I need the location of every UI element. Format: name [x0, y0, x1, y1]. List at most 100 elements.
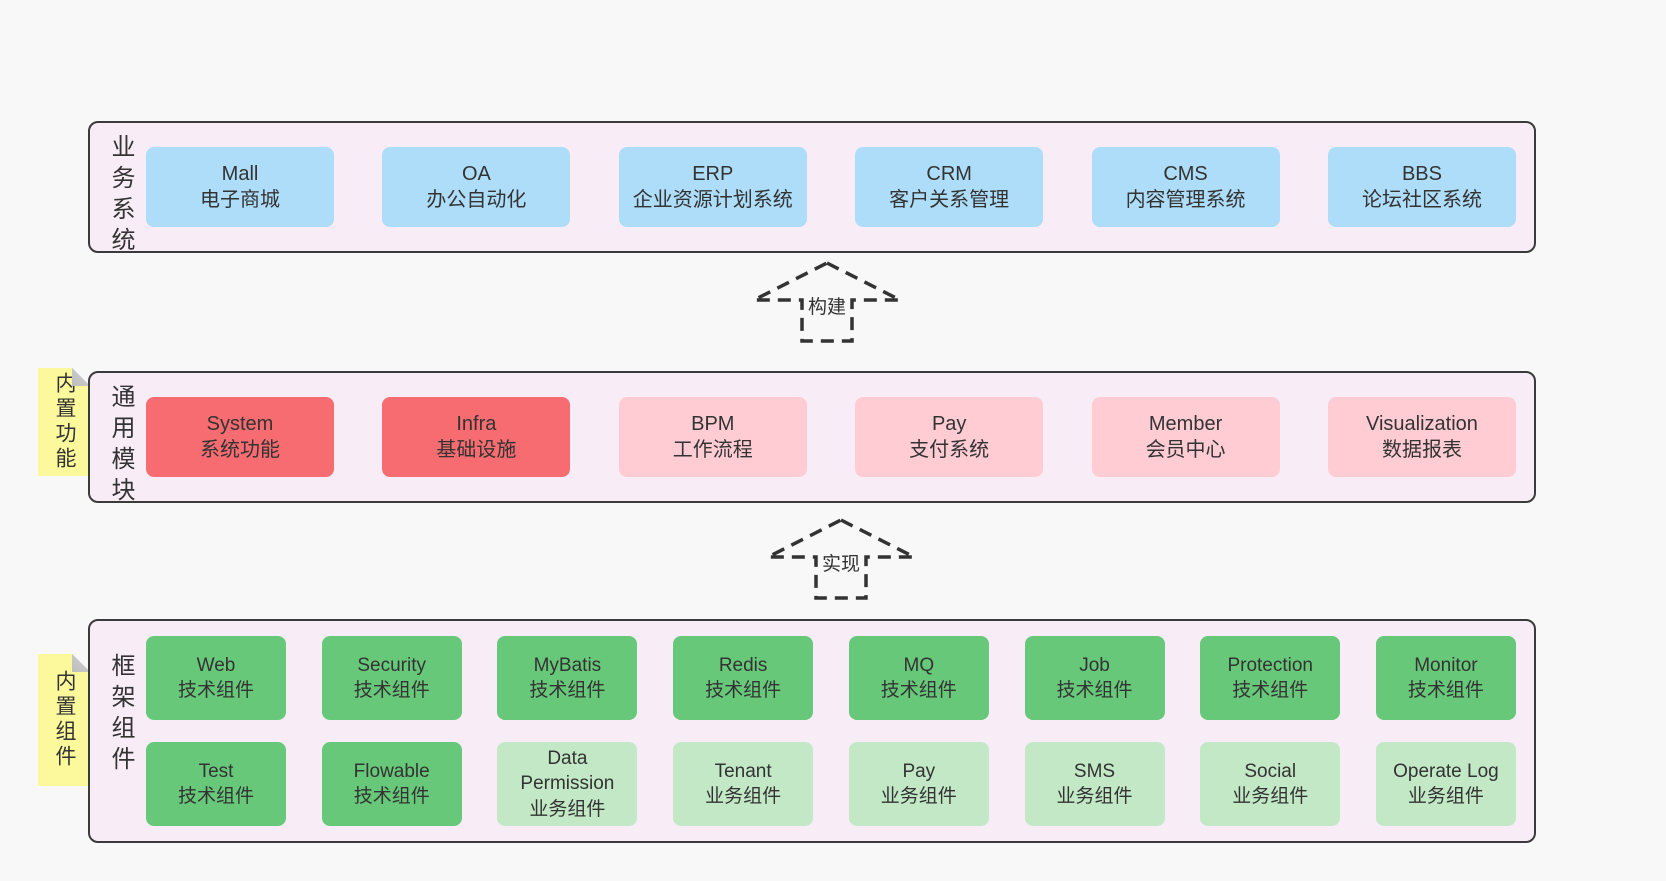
box-subtitle: 数据报表 — [1381, 439, 1462, 461]
framework-boxes-area: Web 技术组件 Security 技术组件 MyBatis 技术组件 Redi… — [146, 621, 1516, 841]
box-crm: CRM 客户关系管理 — [855, 147, 1044, 227]
box-member: Member 会员中心 — [1091, 397, 1280, 477]
box-title: Web — [196, 654, 236, 676]
box-title: Tenant — [714, 760, 772, 782]
band-label-business: 业务系统 — [107, 134, 134, 258]
box-title: MyBatis — [533, 654, 602, 676]
box-title: Visualization — [1365, 412, 1478, 435]
box-title: Test — [198, 760, 234, 782]
sticky-note-label: 内置功能 — [53, 372, 76, 472]
box-title: Social — [1244, 760, 1297, 782]
box-title: Job — [1079, 654, 1110, 676]
box-subtitle: 技术组件 — [353, 786, 430, 807]
box-subtitle: 技术组件 — [1056, 680, 1133, 701]
box-title: Data Permission — [520, 748, 615, 795]
up-arrow-icon — [753, 261, 901, 343]
box-social: Social 业务组件 — [1200, 742, 1341, 826]
box-redis: Redis 技术组件 — [673, 636, 814, 720]
implement-arrow: 实现 — [766, 517, 916, 601]
box-title: ERP — [692, 162, 734, 185]
box-visualization: Visualization 数据报表 — [1327, 397, 1516, 477]
box-subtitle: 技术组件 — [1407, 680, 1484, 701]
box-title: Security — [357, 654, 427, 676]
box-subtitle: 业务组件 — [880, 786, 957, 807]
box-title: Redis — [718, 654, 768, 676]
box-job: Job 技术组件 — [1024, 636, 1165, 720]
box-subtitle: 系统功能 — [200, 439, 280, 461]
box-subtitle: 内容管理系统 — [1125, 189, 1246, 211]
box-title: BPM — [691, 412, 735, 435]
box-pay: Pay 支付系统 — [855, 397, 1044, 477]
box-subtitle: 技术组件 — [177, 680, 254, 701]
box-operate-log: Operate Log 业务组件 — [1375, 742, 1516, 826]
box-title: MQ — [903, 654, 935, 676]
box-test: Test 技术组件 — [146, 742, 286, 826]
box-erp: ERP 企业资源计划系统 — [618, 147, 807, 227]
component-row: Mall 电子商城 OA 办公自动化 ERP 企业资源计划系统 CRM 客户关系… — [146, 147, 1516, 227]
arrow-label: 构建 — [804, 292, 850, 319]
box-bpm: BPM 工作流程 — [618, 397, 807, 477]
box-title: Flowable — [353, 760, 430, 782]
box-subtitle: 业务组件 — [705, 786, 782, 807]
common-modules-band: 通用模块 System 系统功能 Infra 基础设施 BPM 工作流程 Pay… — [88, 371, 1536, 508]
box-subtitle: 电子商城 — [200, 189, 280, 211]
box-protection: Protection 技术组件 — [1200, 636, 1341, 720]
box-title: Pay — [902, 760, 936, 782]
box-title: Monitor — [1414, 654, 1478, 676]
box-title: CMS — [1163, 162, 1208, 185]
modules-boxes-area: System 系统功能 Infra 基础设施 BPM 工作流程 Pay 支付系统… — [146, 373, 1516, 501]
box-title: Operate Log — [1393, 760, 1499, 782]
band-label-modules: 通用模块 — [107, 384, 134, 508]
box-title: Infra — [456, 412, 497, 435]
arrow-label: 实现 — [818, 549, 864, 576]
sticky-note-builtin-features: 内置功能 — [38, 368, 90, 476]
box-flowable: Flowable 技术组件 — [321, 742, 462, 826]
business-boxes-area: Mall 电子商城 OA 办公自动化 ERP 企业资源计划系统 CRM 客户关系… — [146, 123, 1516, 251]
sticky-note-builtin-components: 内置组件 — [38, 654, 90, 786]
box-title: Mall — [221, 162, 259, 185]
box-subtitle: 基础设施 — [436, 439, 517, 461]
box-subtitle: 业务组件 — [1407, 786, 1484, 807]
box-subtitle: 技术组件 — [529, 680, 606, 701]
box-subtitle: 论坛社区系统 — [1361, 189, 1482, 211]
box-subtitle: 技术组件 — [353, 680, 430, 701]
folded-corner-icon — [72, 368, 90, 386]
box-title: Member — [1148, 412, 1223, 435]
box-subtitle: 会员中心 — [1145, 439, 1226, 461]
framework-components-band: 框架组件 Web 技术组件 Security 技术组件 MyBatis 技术组件… — [88, 619, 1536, 843]
up-arrow-icon — [767, 518, 915, 600]
box-infra: Infra 基础设施 — [382, 397, 571, 477]
box-monitor: Monitor 技术组件 — [1375, 636, 1516, 720]
box-system: System 系统功能 — [146, 397, 334, 477]
box-title: Protection — [1227, 654, 1313, 676]
box-subtitle: 技术组件 — [880, 680, 957, 701]
box-mq: MQ 技术组件 — [848, 636, 989, 720]
sticky-note-label: 内置组件 — [53, 670, 76, 770]
component-row: Web 技术组件 Security 技术组件 MyBatis 技术组件 Redi… — [146, 636, 1516, 720]
folded-corner-icon — [72, 654, 90, 672]
box-subtitle: 企业资源计划系统 — [632, 189, 793, 211]
box-title: CRM — [926, 162, 972, 185]
box-subtitle: 客户关系管理 — [889, 189, 1010, 211]
box-subtitle: 技术组件 — [177, 786, 254, 807]
box-sms: SMS 业务组件 — [1024, 742, 1165, 826]
box-subtitle: 工作流程 — [672, 439, 753, 461]
box-title: BBS — [1401, 162, 1442, 185]
box-subtitle: 支付系统 — [909, 439, 990, 461]
box-oa: OA 办公自动化 — [382, 147, 571, 227]
box-subtitle: 办公自动化 — [426, 189, 527, 211]
box-security: Security 技术组件 — [321, 636, 462, 720]
box-title: OA — [461, 162, 491, 185]
box-cms: CMS 内容管理系统 — [1091, 147, 1280, 227]
box-web: Web 技术组件 — [146, 636, 286, 720]
build-arrow: 构建 — [752, 260, 902, 344]
box-subtitle: 技术组件 — [705, 680, 782, 701]
business-systems-band: 业务系统 Mall 电子商城 OA 办公自动化 ERP 企业资源计划系统 CRM… — [88, 121, 1536, 258]
box-subtitle: 业务组件 — [1056, 786, 1133, 807]
component-row: Test 技术组件 Flowable 技术组件 Data Permission … — [146, 742, 1516, 826]
box-mybatis: MyBatis 技术组件 — [497, 636, 638, 720]
box-bbs: BBS 论坛社区系统 — [1327, 147, 1516, 227]
box-subtitle: 技术组件 — [1232, 680, 1309, 701]
box-pay-biz: Pay 业务组件 — [848, 742, 989, 826]
box-tenant: Tenant 业务组件 — [673, 742, 814, 826]
